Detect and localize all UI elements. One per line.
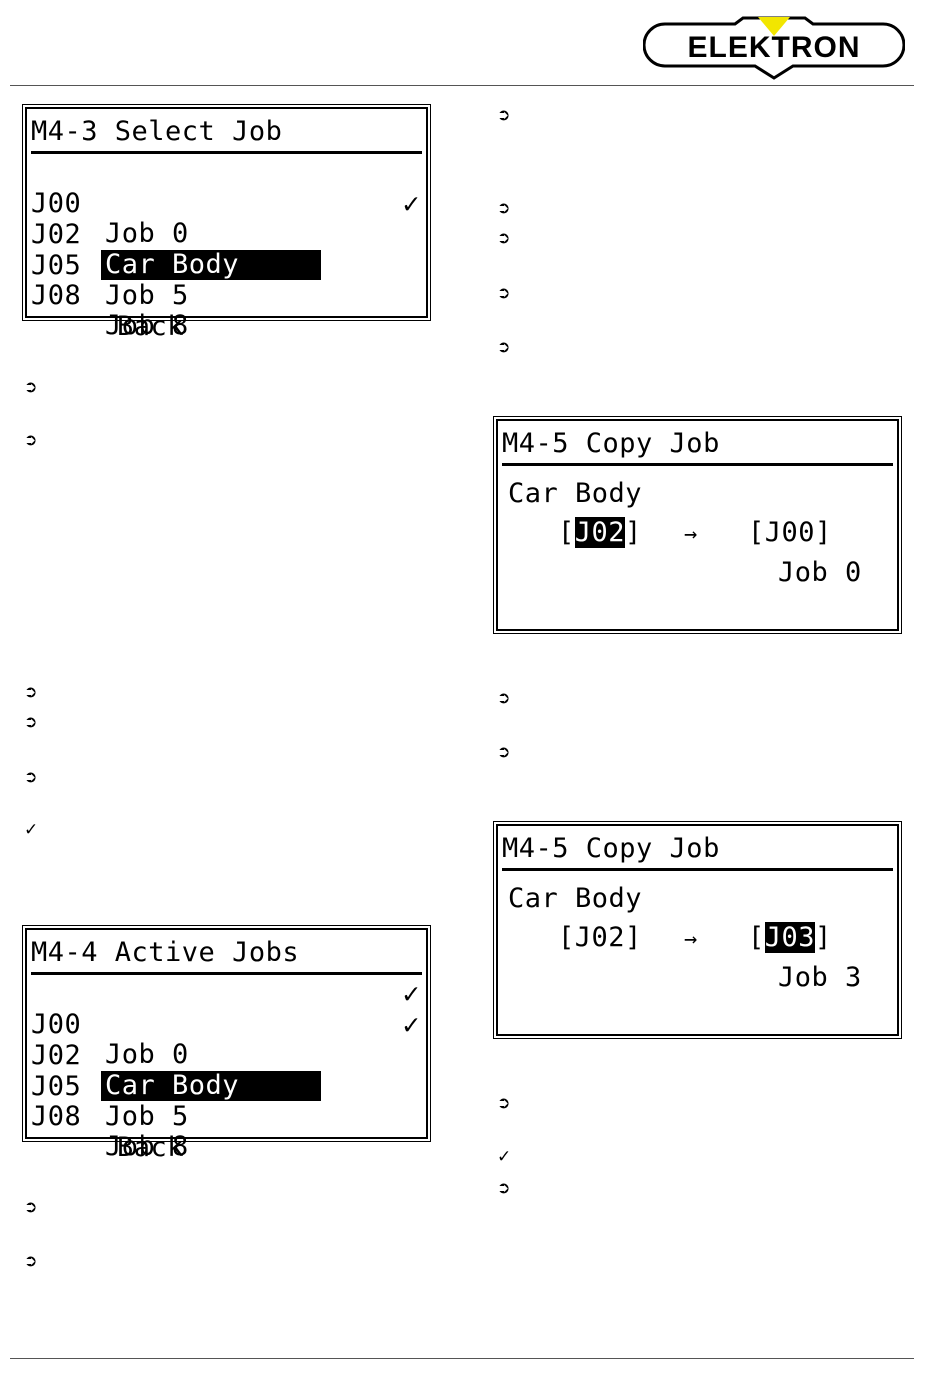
- bullet-arrow-icon: ➲: [497, 688, 511, 707]
- job-row: J05 Job 5: [31, 1042, 422, 1132]
- job-row: J08 Job 8: [31, 1072, 422, 1162]
- lcd-title-rule: [502, 463, 893, 466]
- bullet-arrow-icon: ➲: [497, 1178, 511, 1197]
- lcd-title: M4-4 Active Jobs: [31, 937, 300, 968]
- lcd-title: M4-5 Copy Job: [502, 833, 720, 864]
- back-row: Back: [31, 1103, 422, 1163]
- job-code: J00: [31, 188, 82, 219]
- job-row: J00 Job 0: [31, 159, 422, 249]
- note-check-icon: ✓: [497, 1147, 512, 1167]
- source-slot: [J02]: [558, 922, 642, 953]
- dest-code-highlighted: J03: [764, 922, 816, 953]
- lcd-title-rule: [31, 972, 422, 975]
- bullet-arrow-icon: ➲: [497, 337, 511, 356]
- source-job-name: Car Body: [508, 478, 643, 509]
- dest-slot: [J00]: [748, 517, 832, 548]
- bullet-arrow-icon: ➲: [24, 1251, 38, 1270]
- bullet-arrow-icon: ➲: [497, 105, 511, 124]
- bullet-arrow-icon: ➲: [24, 1197, 38, 1216]
- job-name: Job 8: [105, 1131, 189, 1162]
- checkmark-icon: ✓: [402, 977, 420, 1010]
- lcd-title-rule: [502, 868, 893, 871]
- bullet-arrow-icon: ➲: [24, 682, 38, 701]
- job-row: J00 Job 0 ✓: [31, 977, 422, 1070]
- job-row-selected: J02 Car Body ✓: [31, 187, 422, 280]
- lcd-copy-job-source: M4-5 Copy Job Car Body [J02] → [J00] Job…: [493, 416, 902, 634]
- back-row: Back: [31, 282, 422, 342]
- source-code: J02: [574, 922, 626, 953]
- logo-wordmark: ELEKTRON: [688, 31, 861, 64]
- back-label: Back: [117, 311, 185, 342]
- job-code: J05: [31, 1071, 82, 1102]
- bullet-arrow-icon: ➲: [24, 767, 38, 786]
- bullet-arrow-icon: ➲: [497, 1093, 511, 1112]
- source-slot: [J02]: [558, 517, 642, 548]
- lcd-title: M4-3 Select Job: [31, 116, 283, 147]
- job-name: Job 0: [105, 218, 189, 249]
- bullet-arrow-icon: ➲: [497, 742, 511, 761]
- dest-code: J00: [764, 517, 816, 548]
- job-code: J02: [31, 1040, 82, 1071]
- checkmark-icon: ✓: [402, 1008, 420, 1041]
- header-rule: [10, 85, 914, 86]
- bullet-arrow-icon: ➲: [24, 430, 38, 449]
- dest-job-name: Job 0: [778, 557, 862, 588]
- job-code: J00: [31, 1009, 82, 1040]
- arrow-right-icon: →: [684, 927, 698, 952]
- lcd-title-rule: [31, 151, 422, 154]
- footer-rule: [10, 1358, 914, 1359]
- job-name-highlighted: Car Body: [101, 250, 321, 280]
- source-job-name: Car Body: [508, 883, 643, 914]
- job-code: J02: [31, 219, 82, 250]
- job-code: J08: [31, 280, 82, 311]
- job-name: Job 0: [105, 1039, 189, 1070]
- bullet-arrow-icon: ➲: [24, 712, 38, 731]
- job-name: Job 8: [105, 310, 189, 341]
- logo-triangle-icon: [758, 17, 790, 36]
- lcd-title: M4-5 Copy Job: [502, 428, 720, 459]
- bullet-arrow-icon: ➲: [497, 198, 511, 217]
- lcd-select-job: M4-3 Select Job J00 Job 0 J02 Car Body ✓…: [22, 104, 431, 342]
- job-row: J08 Job 8: [31, 251, 422, 341]
- job-row-selected: J02 Car Body ✓: [31, 1008, 422, 1101]
- elektron-logo: ELEKTRON: [643, 16, 905, 80]
- dest-slot: [J03]: [748, 922, 832, 953]
- lcd-active-jobs: M4-4 Active Jobs J00 Job 0 ✓ J02 Car Bod…: [22, 925, 431, 1163]
- job-code: J05: [31, 250, 82, 281]
- source-code-highlighted: J02: [574, 517, 626, 548]
- lcd-copy-job-dest: M4-5 Copy Job Car Body [J02] → [J03] Job…: [493, 821, 902, 1039]
- note-check-icon: ✓: [24, 820, 39, 840]
- job-code: J08: [31, 1101, 82, 1132]
- dest-job-name: Job 3: [778, 962, 862, 993]
- job-name: Job 5: [105, 280, 189, 311]
- checkmark-icon: ✓: [402, 187, 420, 220]
- bullet-arrow-icon: ➲: [497, 228, 511, 247]
- back-label: Back: [117, 1132, 185, 1163]
- job-name-highlighted: Car Body: [101, 1071, 321, 1101]
- job-row: J05 Job 5: [31, 221, 422, 311]
- bullet-arrow-icon: ➲: [497, 283, 511, 302]
- arrow-right-icon: →: [684, 522, 698, 547]
- job-name: Job 5: [105, 1101, 189, 1132]
- bullet-arrow-icon: ➲: [24, 377, 38, 396]
